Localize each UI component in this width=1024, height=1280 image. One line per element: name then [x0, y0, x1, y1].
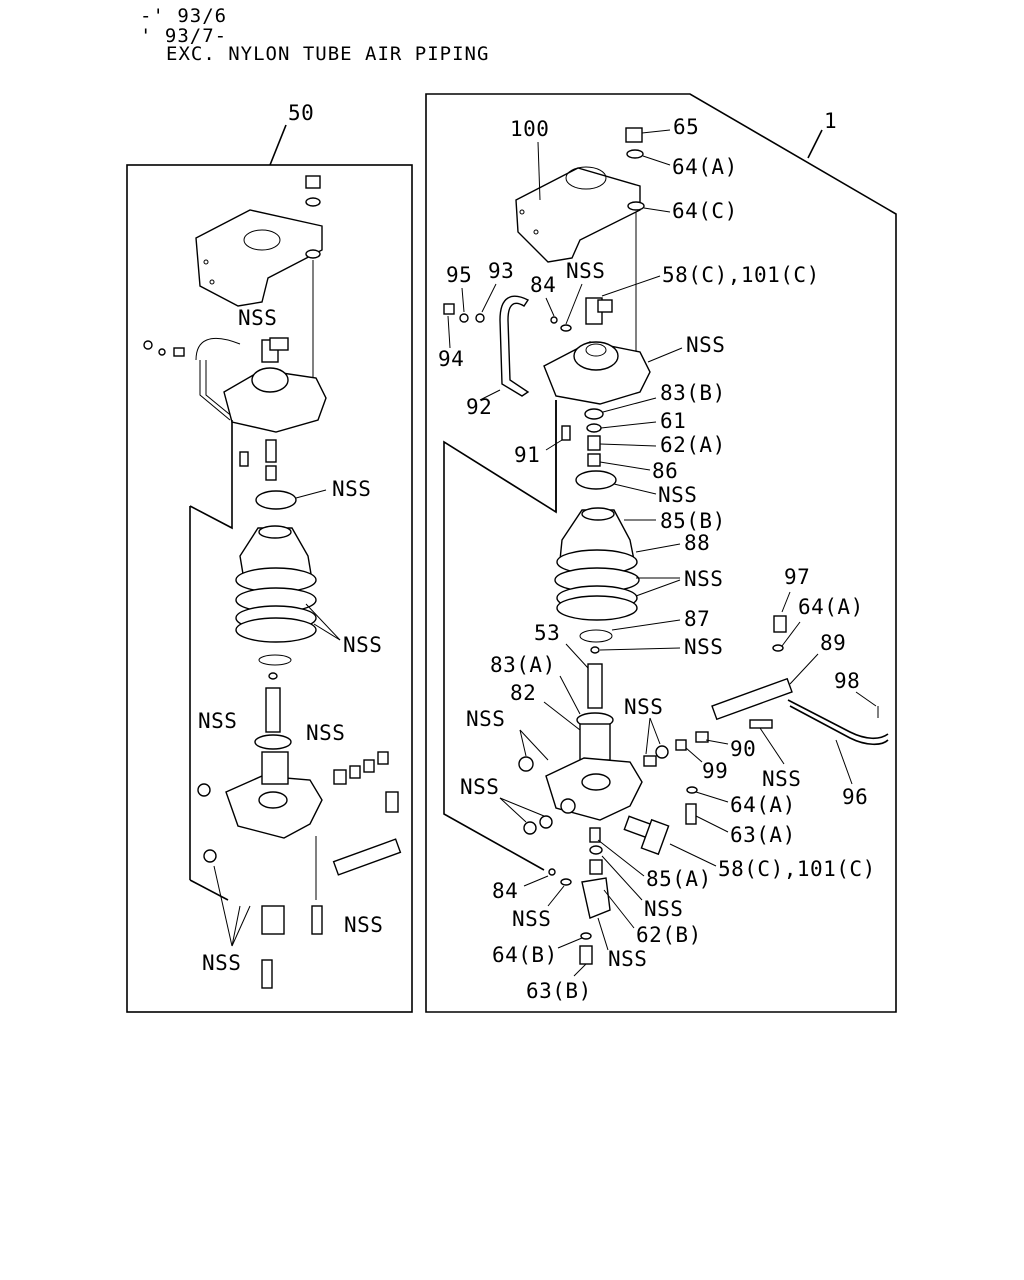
callout-96: 96 — [842, 785, 868, 809]
right-panel-label: 1 — [824, 109, 837, 133]
callout-83b: 83(B) — [660, 381, 726, 405]
nss-cover: NSS — [686, 333, 725, 357]
callout-64b: 64(B) — [492, 943, 558, 967]
callout-84-low: 84 — [492, 879, 518, 903]
bolt-97 — [773, 615, 787, 633]
header-line-1: -' 93/6 — [140, 5, 227, 27]
callout-82: 82 — [510, 681, 536, 705]
left-o-ring — [255, 490, 297, 510]
nss-bot3: NSS — [608, 947, 647, 971]
callout-92: 92 — [466, 395, 492, 419]
fitting-58c-low — [623, 815, 670, 856]
left-nss-3: NSS — [343, 633, 382, 657]
nss-diaphragm: NSS — [684, 567, 723, 591]
left-nut — [305, 175, 321, 189]
nss-ring: NSS — [658, 483, 697, 507]
callout-87: 87 — [684, 607, 710, 631]
left-assembly-panel: 50 — [126, 101, 413, 1013]
left-panel-label: 50 — [288, 101, 314, 125]
valve-cover — [543, 341, 651, 405]
left-valve-cover — [223, 337, 327, 433]
callout-65: 65 — [673, 115, 699, 139]
left-bracket — [195, 209, 323, 307]
callout-53: 53 — [534, 621, 560, 645]
callout-88: 88 — [684, 531, 710, 555]
left-diaphragm-stack — [235, 525, 317, 666]
callout-85b: 85(B) — [660, 509, 726, 533]
header-line-3: EXC. NYLON TUBE AIR PIPING — [166, 43, 489, 65]
nss-90: NSS — [762, 767, 801, 791]
callout-63b: 63(B) — [526, 979, 592, 1003]
nss-lower: NSS — [460, 775, 499, 799]
nss-bot1: NSS — [512, 907, 551, 931]
callout-62a: 62(A) — [660, 433, 726, 457]
callout-62b: 62(B) — [636, 923, 702, 947]
callout-63a: 63(A) — [730, 823, 796, 847]
fitting-58c-top — [585, 297, 613, 325]
header-line-2: ' 93/7- — [140, 25, 227, 47]
left-panel-frame — [126, 164, 413, 1013]
callout-58c-low: 58(C),101(C) — [718, 857, 876, 881]
callout-91: 91 — [514, 443, 540, 467]
callout-86: 86 — [652, 459, 678, 483]
bracket-100 — [515, 166, 641, 263]
nss-right: NSS — [624, 695, 663, 719]
nss-top: NSS — [566, 259, 605, 283]
right-assembly-panel: 1 100 65 64(A) 64(C) 95 93 94 92 — [425, 93, 897, 1013]
callout-93: 93 — [488, 259, 514, 283]
nss-53: NSS — [684, 635, 723, 659]
callout-85a: 85(A) — [646, 867, 712, 891]
cap-62b — [581, 877, 611, 919]
bolt-91 — [561, 425, 571, 441]
callout-100: 100 — [510, 117, 549, 141]
callout-58c-top: 58(C),101(C) — [662, 263, 820, 287]
nut-65 — [625, 127, 643, 143]
callout-95: 95 — [446, 263, 472, 287]
callout-61: 61 — [660, 409, 686, 433]
left-nss-5: NSS — [306, 721, 345, 745]
callout-64a-low: 64(A) — [730, 793, 796, 817]
callout-64a-mid: 64(A) — [798, 595, 864, 619]
left-valve-body — [225, 751, 323, 839]
nss-left: NSS — [466, 707, 505, 731]
callout-83a: 83(A) — [490, 653, 556, 677]
callout-98: 98 — [834, 669, 860, 693]
left-nss-2: NSS — [332, 477, 371, 501]
callout-64a-top: 64(A) — [672, 155, 738, 179]
callout-97: 97 — [784, 565, 810, 589]
callout-99: 99 — [702, 759, 728, 783]
callout-90: 90 — [730, 737, 756, 761]
rod-53 — [587, 663, 603, 709]
callout-84-top: 84 — [530, 273, 556, 297]
rod-96 — [787, 699, 889, 740]
diaphragm-stack — [554, 507, 640, 621]
valve-body-82 — [545, 723, 643, 821]
right-panel-frame — [425, 93, 897, 1013]
callout-89: 89 — [820, 631, 846, 655]
callout-94: 94 — [438, 347, 464, 371]
left-nss-7: NSS — [202, 951, 241, 975]
o-ring-nss — [575, 470, 617, 490]
shaft-89 — [711, 677, 793, 721]
callout-64c: 64(C) — [672, 199, 738, 223]
nss-bot2: NSS — [644, 897, 683, 921]
pipe-92 — [499, 295, 530, 397]
left-nss-1: NSS — [238, 306, 277, 330]
left-nss-6: NSS — [344, 913, 383, 937]
left-nss-4: NSS — [198, 709, 237, 733]
